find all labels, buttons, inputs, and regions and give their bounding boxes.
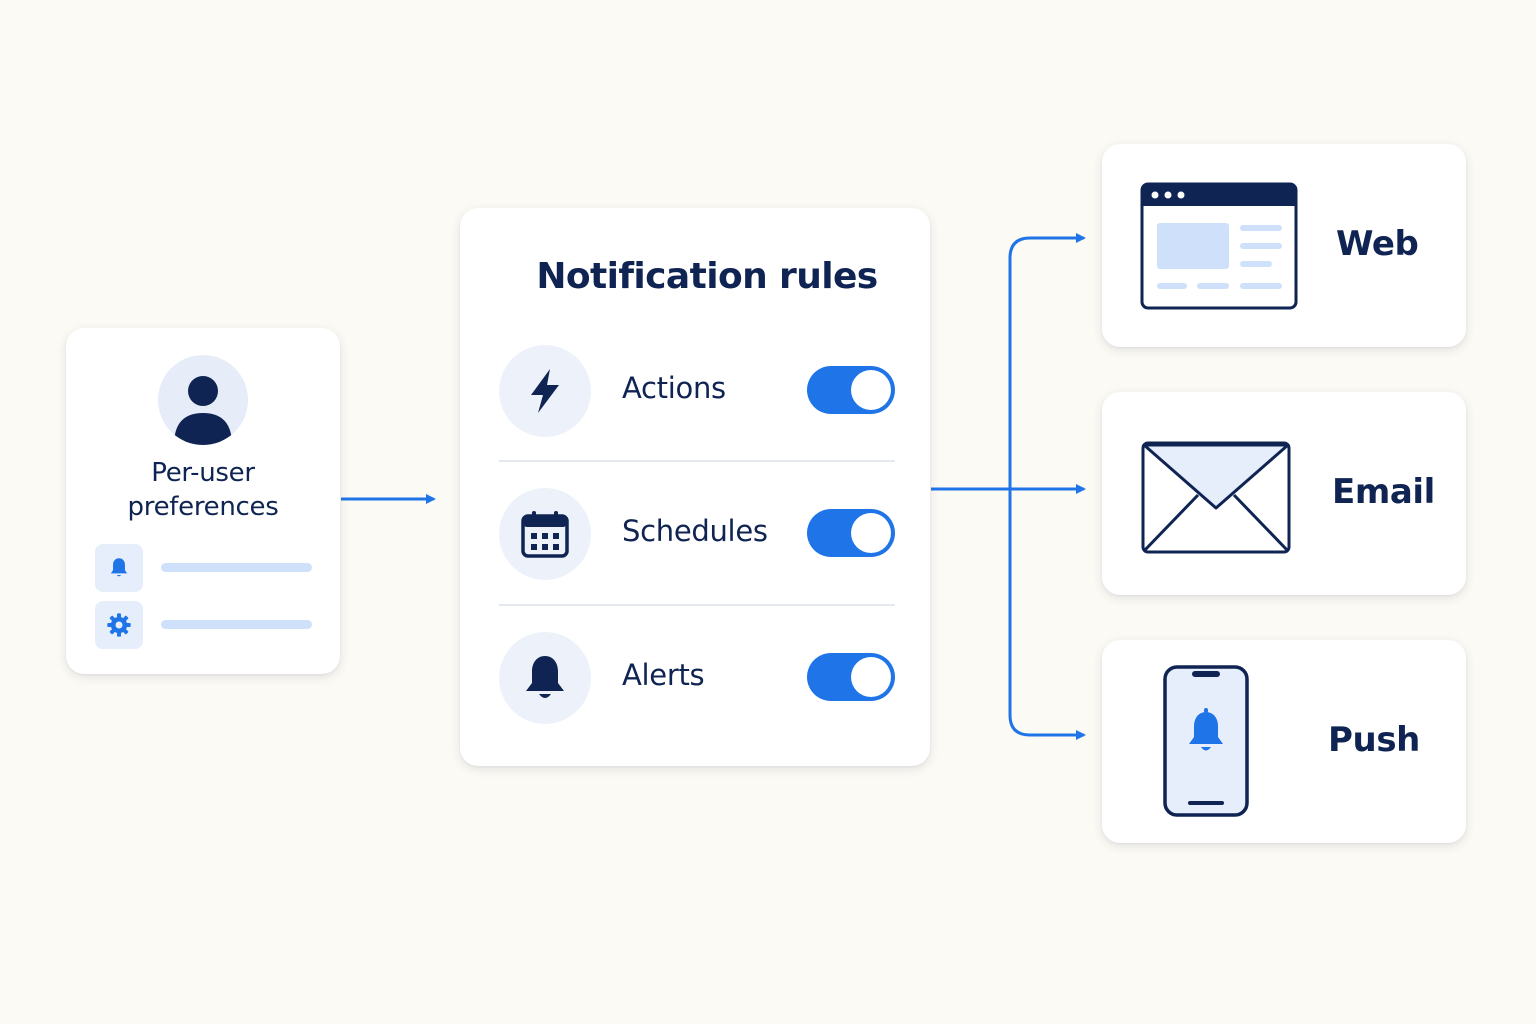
channel-card-email: Email xyxy=(1102,392,1466,595)
toggle-actions[interactable] xyxy=(807,366,895,414)
preference-row-settings[interactable] xyxy=(95,601,315,649)
rule-row-alerts: Alerts xyxy=(499,632,895,724)
preference-bar xyxy=(161,620,312,629)
channel-label-web: Web xyxy=(1336,224,1419,264)
notification-rules-card: Notification rules Actions Schedules xyxy=(460,208,930,766)
preferences-title-line2: preferences xyxy=(127,492,279,522)
toggle-knob xyxy=(851,370,891,410)
channel-card-push: Push xyxy=(1102,640,1466,843)
lightning-icon xyxy=(499,345,591,437)
preferences-title-line1: Per-user xyxy=(151,458,255,488)
rule-label-schedules: Schedules xyxy=(622,514,768,548)
gear-icon xyxy=(95,601,143,649)
toggle-alerts[interactable] xyxy=(807,653,895,701)
browser-window-icon xyxy=(1140,182,1298,310)
channel-card-web: Web xyxy=(1102,144,1466,347)
preferences-card: Per-user preferences xyxy=(66,328,340,674)
calendar-icon xyxy=(499,488,591,580)
bell-icon xyxy=(95,544,143,592)
rule-label-actions: Actions xyxy=(622,371,726,405)
rule-divider xyxy=(499,460,895,462)
rule-row-actions: Actions xyxy=(499,345,895,437)
toggle-knob xyxy=(851,513,891,553)
rules-title: Notification rules xyxy=(536,256,878,297)
rule-label-alerts: Alerts xyxy=(622,658,705,692)
rule-row-schedules: Schedules xyxy=(499,488,895,580)
user-icon xyxy=(158,355,248,445)
channel-label-push: Push xyxy=(1328,720,1420,760)
toggle-knob xyxy=(851,657,891,697)
toggle-schedules[interactable] xyxy=(807,509,895,557)
preference-row-notifications[interactable] xyxy=(95,544,315,592)
bell-icon xyxy=(499,632,591,724)
rule-divider xyxy=(499,604,895,606)
preferences-title: Per-user preferences xyxy=(66,456,340,524)
envelope-icon xyxy=(1140,440,1292,555)
arrow-rules-to-push xyxy=(1008,489,1086,740)
channel-label-email: Email xyxy=(1332,472,1435,512)
preference-bar xyxy=(161,563,312,572)
phone-notification-icon xyxy=(1162,664,1250,818)
arrow-rules-to-web xyxy=(1008,233,1086,489)
